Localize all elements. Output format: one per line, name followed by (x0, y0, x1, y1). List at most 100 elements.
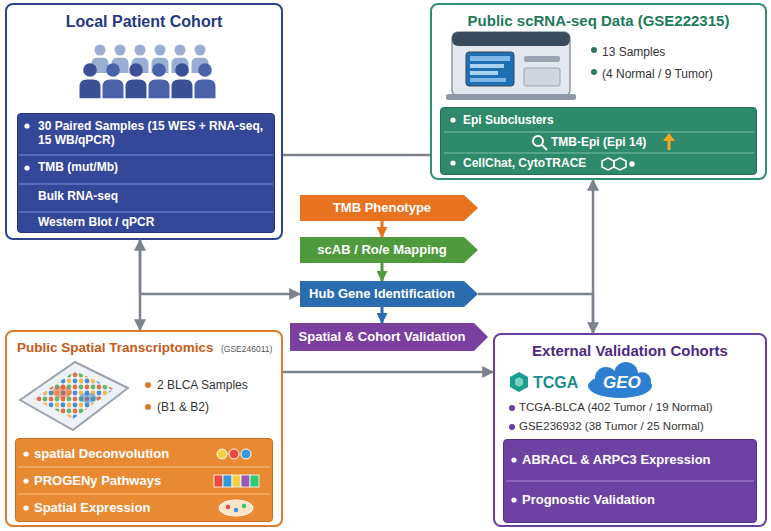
pathway-icon (241, 475, 250, 487)
hexagon-icon (630, 162, 634, 166)
people-icon (172, 63, 193, 98)
bullet-item: Spatial Expression (34, 500, 209, 516)
bullet-dot (450, 117, 455, 122)
data-panel: Public Spatial Transcriptomics(GSE246011… (5, 330, 283, 527)
magnifier-icon (533, 136, 543, 146)
people-icon (126, 63, 147, 98)
deconvolution-icon (217, 449, 251, 459)
connector-line (283, 371, 493, 374)
magnifier-icon (533, 136, 547, 150)
panel-title: Public Spatial Transcriptomics (17, 340, 223, 356)
connector-line (139, 240, 142, 330)
spatial-expression-icon (219, 500, 253, 516)
arrow-shape (300, 195, 478, 221)
sequencer-icon (470, 78, 506, 82)
feature-box: ABRACL & ARPC3 ExpressionPrognostic Vali… (503, 439, 757, 523)
people-icon (80, 63, 101, 98)
bullet-item: Western Blot / qPCR (38, 215, 270, 229)
step-label: Hub Gene Identification (300, 281, 464, 307)
bullet-item: TMB-Epi (Epi 14) (551, 135, 681, 149)
people-icon (103, 63, 124, 98)
up-arrow-icon (663, 133, 675, 150)
bullet-dot (591, 47, 597, 75)
connector-line (283, 154, 430, 157)
sequencer-icon (524, 68, 560, 86)
slide-icon (79, 393, 97, 403)
bullet-dot (23, 505, 28, 510)
bullet-dot (509, 405, 515, 411)
bullet-item: ABRACL & ARPC3 Expression (522, 452, 747, 468)
row-separator (444, 132, 754, 133)
slide-icon (34, 371, 114, 419)
bullet-item: CellChat, CytoTRACE (463, 156, 643, 170)
pathway-icon (214, 475, 223, 487)
bullet-item: Epi Subclusters (463, 113, 663, 127)
bullet-item: Bulk RNA-seq (38, 189, 270, 203)
pathway-icon (250, 475, 259, 487)
sequencer-icon (446, 94, 576, 100)
spatial-expression-icon (226, 505, 230, 509)
arrow-shape (300, 237, 478, 263)
bullet-dot (509, 424, 515, 430)
row-separator (444, 153, 754, 154)
bullet-dot (24, 123, 29, 170)
bullet-dot (145, 382, 151, 410)
row-separator (506, 481, 754, 482)
row-separator (18, 467, 270, 468)
bullet-dot (23, 478, 28, 483)
connector-line (381, 263, 384, 281)
geo-logo-cloud (633, 372, 651, 390)
bullet-dot (450, 160, 455, 165)
geo-logo-cloud (614, 362, 638, 386)
bullet-dot (509, 405, 515, 430)
step-arrow: Hub Gene Identification (300, 281, 478, 307)
row-separator (506, 481, 754, 482)
row-separator (18, 494, 270, 495)
tcga-logo-icon (515, 377, 523, 387)
pathway-icon (214, 475, 259, 487)
step-label: TMB Phenotype (300, 195, 464, 221)
bullet-item: 30 Paired Samples (15 WES + RNA-seq, 15 … (38, 119, 270, 148)
connector-line (592, 180, 595, 333)
slide-icon (20, 362, 128, 430)
panel-title: External Validation Cohorts (495, 342, 765, 360)
bullet-item: PROGENy Pathways (34, 473, 209, 489)
deconvolution-icon (229, 449, 239, 459)
row-separator (19, 155, 273, 212)
people-icon (192, 44, 209, 72)
hexagon-icon (602, 158, 614, 170)
row-separator (19, 184, 273, 185)
people-icon (80, 44, 216, 98)
spatial-expression-icon (219, 500, 253, 516)
people-icon (195, 63, 216, 98)
geo-logo-cloud (588, 374, 652, 398)
accession-note: (GSE246011) (221, 344, 281, 354)
data-panel: Public scRNA-seq Data (GSE222315)13 Samp… (430, 3, 767, 180)
connector-line (478, 294, 593, 333)
people-icon (152, 44, 169, 72)
bullet-dot (24, 123, 29, 128)
arrow-shape (290, 323, 488, 351)
bullet-item: spatial Deconvolution (34, 446, 209, 462)
up-arrow-icon (668, 139, 671, 150)
feature-box: 30 Paired Samples (15 WES + RNA-seq, 15 … (17, 113, 275, 233)
spatial-expression-icon (242, 504, 246, 508)
sequencer-icon (470, 64, 504, 68)
bullet-dot (511, 457, 516, 502)
people-icon (92, 44, 109, 72)
validation-panel: External Validation CohortsTCGA-BLCA (40… (493, 333, 767, 527)
bullet-item: TMB (mut/Mb) (38, 160, 270, 174)
cohort-panel: Local Patient Cohort30 Paired Samples (1… (5, 3, 283, 240)
bullet-dot (23, 451, 28, 510)
row-separator (19, 212, 273, 213)
step-arrow: Spatial & Cohort Validation (290, 323, 488, 351)
bullet-dot (511, 497, 516, 502)
sequencer-icon (452, 32, 570, 46)
magnifier-icon (542, 145, 547, 150)
feature-box: Epi SubclustersTMB-Epi (Epi 14) CellChat,… (440, 107, 757, 175)
sequencer-icon (452, 32, 570, 96)
step-arrow: scAB / Ro/e Mapping (300, 237, 478, 263)
deconvolution-icon (241, 449, 251, 459)
people-icon (132, 44, 149, 72)
